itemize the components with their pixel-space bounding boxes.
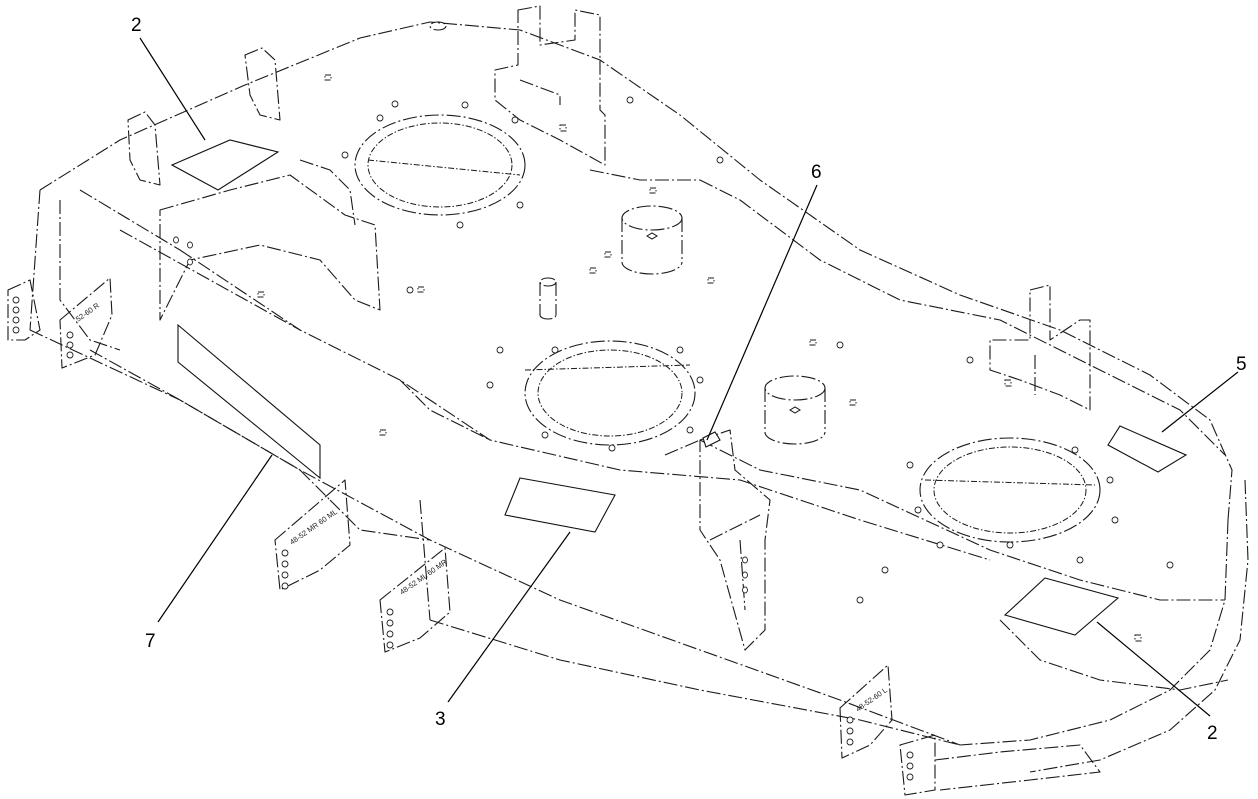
- spindle-housings: [429, 21, 826, 445]
- callout-7: 7: [145, 631, 156, 652]
- lift-arms: [127, 47, 771, 651]
- decal-7: [177, 323, 321, 480]
- callout-5: 5: [1236, 354, 1247, 375]
- decal-6: [702, 431, 721, 448]
- decal-2-right: [1003, 577, 1120, 636]
- decal-3: [504, 477, 616, 533]
- deck-body: [29, 21, 1249, 773]
- leader-lines: [139, 37, 1239, 717]
- bracket-stamp-mid: 48-52 MR 60 ML: [288, 507, 339, 546]
- mounting-holes: [257, 74, 1174, 642]
- decals: [170, 139, 1188, 636]
- height-brackets: 52-60 R 48-52 MR 60 ML 48-52 ML 60 MR 48…: [7, 277, 1101, 796]
- bracket-stamp-center: 48-52 ML 60 MR: [398, 557, 449, 597]
- callout-2-top-left: 2: [131, 15, 142, 36]
- callout-3: 3: [435, 709, 446, 730]
- callout-2-bottom-right: 2: [1207, 723, 1218, 744]
- callout-labels: 2 6 5 7 3 2: [131, 15, 1247, 744]
- decal-2-left: [170, 139, 280, 191]
- callout-6: 6: [811, 162, 822, 183]
- rear-brackets: [494, 5, 1091, 411]
- blade-openings: [354, 114, 1101, 543]
- bracket-stamp-right: 48-52-60 L: [854, 685, 889, 713]
- decal-5: [1107, 425, 1188, 473]
